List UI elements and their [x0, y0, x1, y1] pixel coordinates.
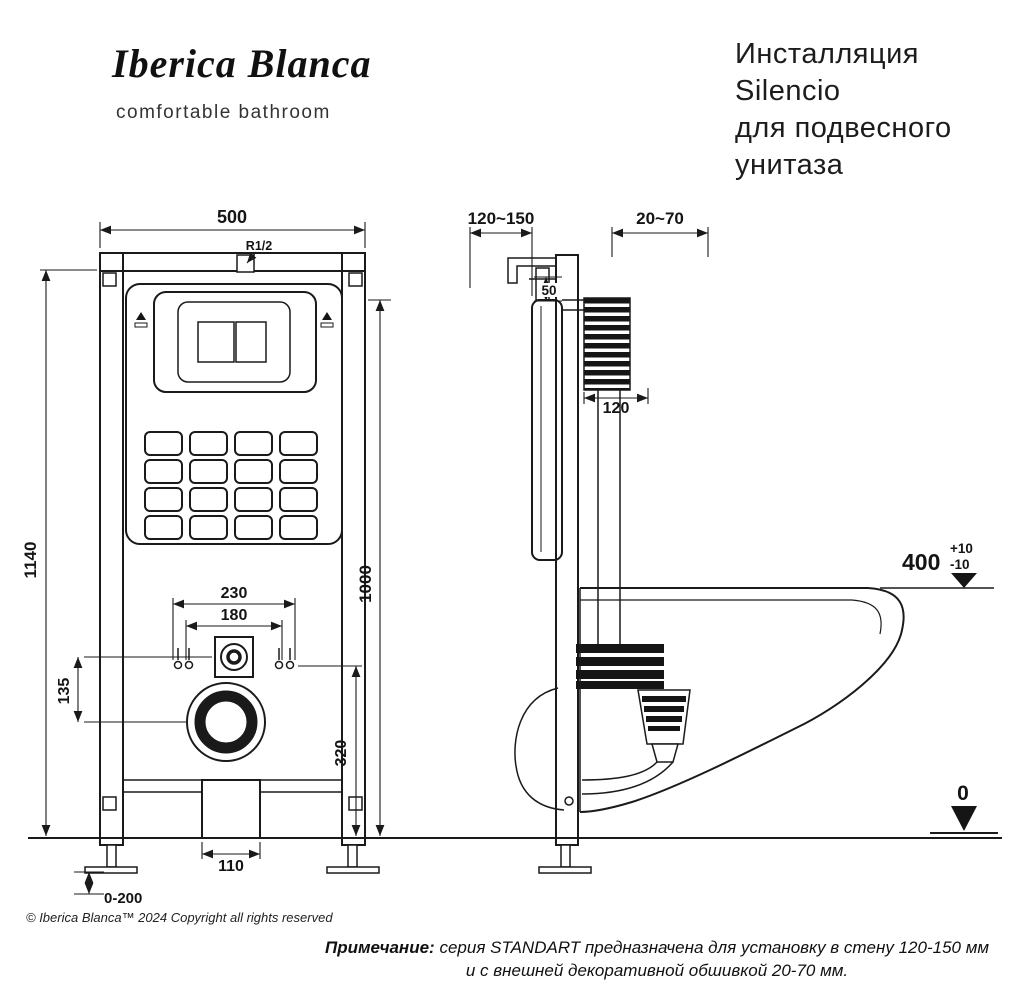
dim-fixing-inner: 180	[221, 607, 248, 624]
level-triangle-icon	[951, 806, 977, 831]
adjustable-foot	[347, 844, 358, 868]
flush-plate	[134, 291, 334, 393]
dim-pipe-width-group: 120	[583, 388, 649, 417]
dim-front-width: 500	[217, 207, 247, 227]
fixing-bolt	[564, 796, 574, 806]
title-line-2: Silencio	[735, 75, 841, 107]
side-view: 120~150 20~70 50 120 400	[468, 209, 998, 874]
dim-fixing-outer: 230	[221, 585, 248, 602]
level-mark-icon	[322, 312, 332, 320]
cistern-front	[125, 283, 343, 545]
dim-fixing-outer-group: 230	[172, 585, 296, 660]
dim-outlet-width-group: 110	[201, 842, 261, 875]
drain-fitting	[214, 636, 254, 678]
drain-outlet	[186, 682, 266, 762]
dim-frame-height: 1000	[356, 565, 375, 603]
cistern-side	[529, 267, 563, 561]
dim-drain-height: 320	[333, 740, 350, 767]
note-line-2: и с внешней декоративной обшивкой 20-70 …	[465, 961, 849, 980]
side-frame	[507, 254, 592, 874]
wall-bracket	[507, 257, 556, 284]
level-triangle-icon	[951, 573, 977, 588]
outlet-pipe	[201, 779, 261, 839]
dim-outlet-width: 110	[218, 858, 244, 875]
dim-inlet-thread: R1/2	[246, 239, 272, 253]
dim-total-height-group: 1140	[21, 269, 97, 836]
mount-hole	[102, 796, 117, 811]
flush-button-small	[235, 321, 267, 363]
dim-floor: 0	[957, 782, 969, 805]
title-line-1: Инсталляция	[735, 38, 920, 70]
mount-hole	[348, 272, 363, 287]
wall-studs	[576, 644, 664, 689]
rim-height-marker: 400 +10 -10	[880, 541, 994, 589]
dim-top-gap: 50	[541, 283, 556, 298]
toilet-bowl	[514, 587, 905, 813]
dim-rim-tol-minus: -10	[950, 557, 970, 572]
dim-cladding-group: 20~70	[611, 209, 709, 257]
dim-fixing-to-drain-group: 135	[56, 656, 212, 723]
product-title: Инсталляция Silencio для подвесного унит…	[735, 36, 952, 184]
dim-rim-tol-plus: +10	[950, 541, 973, 556]
drain-connector	[581, 689, 691, 795]
front-view: 500 1140 1000 230 180	[21, 207, 391, 907]
corrugated-pipe	[583, 297, 631, 391]
front-frame	[84, 252, 380, 874]
dim-fixing-to-drain: 135	[56, 678, 73, 705]
dim-front-width-group: 500	[99, 207, 366, 248]
foot-plate	[538, 866, 592, 874]
mounting-grid	[144, 431, 318, 540]
dim-leg-range-group: 0-200	[74, 871, 142, 907]
dim-top-gap-group: 50	[534, 276, 562, 302]
dim-rim-height: 400	[902, 549, 940, 575]
title-line-3: для подвесного	[735, 112, 952, 144]
dim-total-height: 1140	[21, 542, 40, 579]
inlet-fitting	[236, 251, 257, 273]
title-line-4: унитаза	[735, 149, 844, 181]
flush-pipe	[562, 297, 631, 646]
foot-plate	[326, 866, 380, 874]
fixing-studs	[173, 648, 295, 670]
adjustable-foot	[106, 844, 117, 868]
level-mark-icon	[136, 312, 146, 320]
note-label: Примечание:	[324, 938, 435, 957]
flush-button-large	[197, 321, 235, 363]
mount-hole	[102, 272, 117, 287]
copyright: © Iberica Blanca™ 2024 Copyright all rig…	[26, 910, 333, 925]
dim-frame-height-group: 1000	[356, 299, 391, 836]
brand-logo: Iberica Blanca	[112, 41, 372, 86]
note-line-1: серия STANDART предназначена для установ…	[439, 938, 990, 957]
dim-pipe-width: 120	[603, 400, 630, 417]
brand-tagline: comfortable bathroom	[116, 102, 331, 123]
trap-profile	[514, 687, 565, 811]
footer-note: Примечание: серия STANDART предназначена…	[300, 936, 1014, 982]
floor-level-marker: 0	[930, 782, 998, 834]
dim-cladding: 20~70	[636, 209, 684, 228]
adjustable-foot	[560, 844, 571, 868]
dim-wall-depth-group: 120~150	[468, 209, 535, 296]
dim-leg-range: 0-200	[104, 890, 142, 907]
dim-drain-height-group: 320	[298, 665, 362, 836]
dim-fixing-inner-group: 180	[185, 607, 283, 660]
dim-wall-depth: 120~150	[468, 209, 535, 228]
foot-plate	[84, 866, 138, 874]
